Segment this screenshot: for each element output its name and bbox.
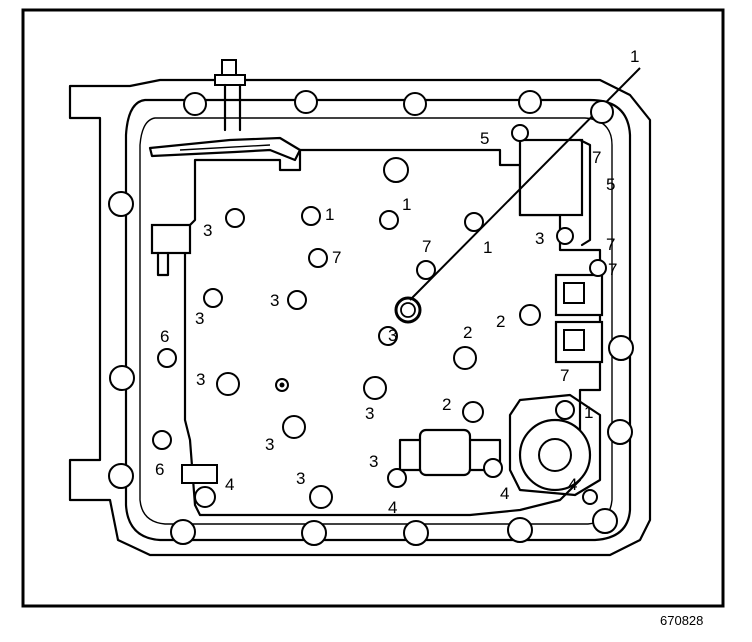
callout-label: 1 bbox=[483, 238, 492, 257]
callout-label: 7 bbox=[422, 237, 431, 256]
callout-label: 3 bbox=[196, 370, 205, 389]
case-outline bbox=[68, 78, 652, 557]
right-solenoid-upper bbox=[554, 273, 604, 317]
callout-label: 7 bbox=[606, 235, 615, 254]
highlighted-bolt bbox=[394, 296, 422, 324]
callout-label: 6 bbox=[155, 460, 164, 479]
callout-label: 3 bbox=[369, 452, 378, 471]
callout-label: 6 bbox=[160, 327, 169, 346]
accumulator bbox=[508, 393, 602, 497]
callout-label: 7 bbox=[592, 148, 601, 167]
callout-label: 5 bbox=[606, 175, 615, 194]
highlighted-bolt-ring bbox=[400, 302, 416, 318]
callout-label: 3 bbox=[388, 326, 397, 345]
figure-id: 670828 bbox=[660, 613, 703, 628]
callout-label: 4 bbox=[568, 475, 577, 494]
callout-label: 4 bbox=[500, 484, 509, 503]
callout-label: 5 bbox=[480, 129, 489, 148]
callout-label: 1 bbox=[630, 47, 639, 66]
interior-bolts bbox=[152, 124, 607, 509]
callout-label: 3 bbox=[265, 435, 274, 454]
callout-label: 2 bbox=[442, 395, 451, 414]
center-marker-inner bbox=[279, 382, 285, 388]
callout-label: 3 bbox=[270, 291, 279, 310]
callout-label: 7 bbox=[560, 366, 569, 385]
callout-label: 4 bbox=[388, 498, 397, 517]
callout-label: 7 bbox=[332, 248, 341, 267]
perimeter-bolts bbox=[108, 90, 634, 546]
detent-lever-bracket bbox=[148, 59, 302, 162]
callout-label: 1 bbox=[402, 195, 411, 214]
callout-label: 3 bbox=[535, 229, 544, 248]
callout-label: 2 bbox=[496, 312, 505, 331]
callout-label: 3 bbox=[203, 221, 212, 240]
gasket-channel bbox=[124, 98, 632, 542]
left-connector bbox=[150, 223, 192, 277]
callout-labels: 1 5 7 5 3 1 1 7 1 3 7 7 3 7 3 2 6 3 2 3 … bbox=[155, 47, 639, 517]
left-fitting bbox=[181, 464, 218, 484]
callout-label: 2 bbox=[463, 323, 472, 342]
upper-right-block bbox=[518, 138, 592, 247]
callout-label: 1 bbox=[584, 403, 593, 422]
callout-label: 3 bbox=[365, 404, 374, 423]
callout-label: 3 bbox=[296, 469, 305, 488]
right-solenoid-lower bbox=[554, 320, 604, 364]
callout-label: 4 bbox=[225, 475, 234, 494]
figure-frame bbox=[21, 8, 725, 608]
callout-label: 1 bbox=[325, 205, 334, 224]
gasket-channel-inner bbox=[139, 117, 613, 525]
callout-label: 7 bbox=[608, 260, 617, 279]
callout-label: 3 bbox=[195, 309, 204, 328]
